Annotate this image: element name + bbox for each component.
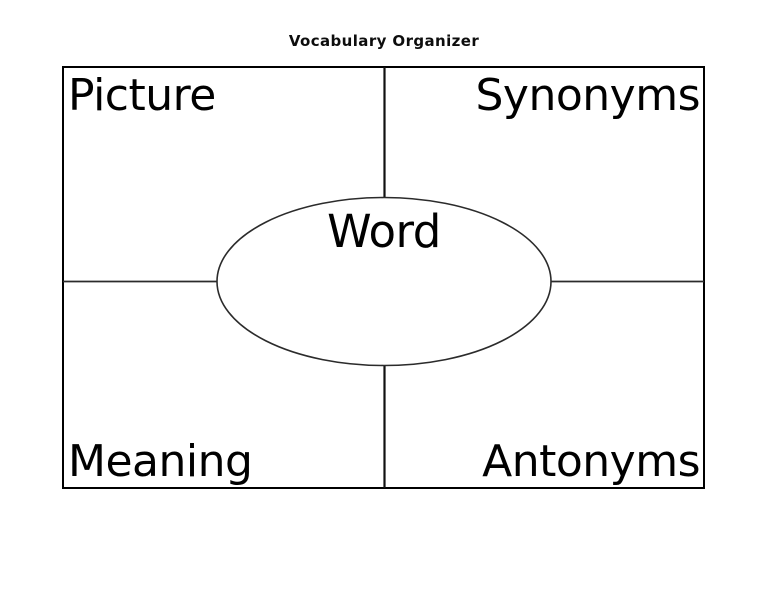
quadrant-label-meaning: Meaning	[68, 436, 253, 487]
quadrant-label-antonyms: Antonyms	[482, 436, 700, 487]
organizer-frame	[62, 66, 705, 489]
quadrant-label-synonyms: Synonyms	[475, 70, 701, 121]
quadrant-label-picture: Picture	[68, 70, 216, 121]
center-bubble-label: Word	[327, 205, 441, 258]
page-title: Vocabulary Organizer	[288, 32, 480, 50]
